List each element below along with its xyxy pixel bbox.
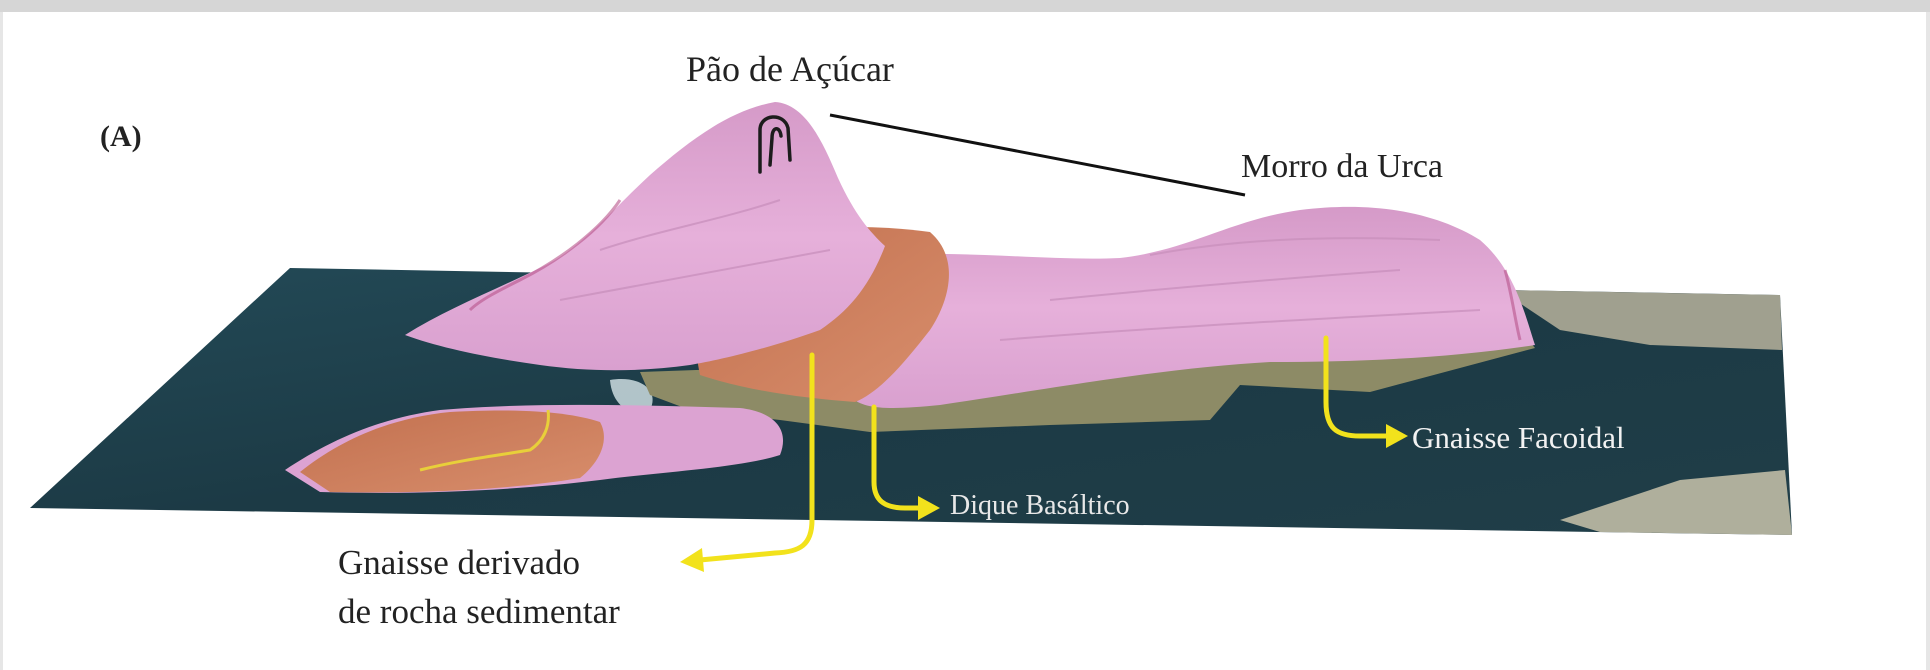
- label-gnaisse-facoidal: Gnaisse Facoidal: [1412, 420, 1625, 456]
- label-morro-da-urca: Morro da Urca: [1241, 148, 1443, 186]
- label-gnaisse-derivado: Gnaisse derivado de rocha sedimentar: [338, 538, 620, 636]
- label-gnaisse-derivado-line2: de rocha sedimentar: [338, 587, 620, 636]
- peak-connector-line: [830, 115, 1245, 195]
- label-pao-de-acucar: Pão de Açúcar: [686, 48, 894, 90]
- panel-label: (A): [100, 120, 142, 154]
- label-dique-basaltico: Dique Basáltico: [950, 490, 1130, 522]
- label-gnaisse-derivado-line1: Gnaisse derivado: [338, 538, 620, 587]
- arrowhead-gnaisse-derivado: [680, 548, 704, 572]
